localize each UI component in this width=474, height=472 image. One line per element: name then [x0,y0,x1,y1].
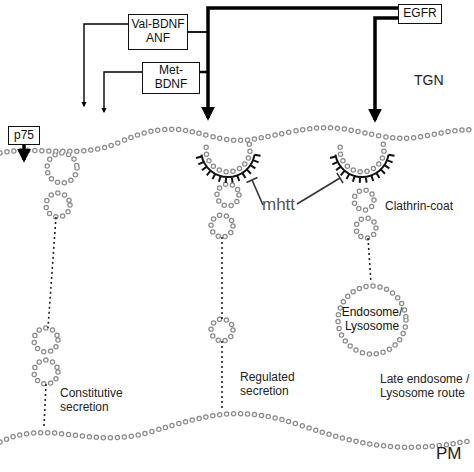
cargo-box: Val-BDNF ANF [128,14,188,50]
clathrin-coat [196,155,261,183]
sorting-arrows [24,8,398,160]
receptor-box: EGFR [398,4,442,24]
cargo-box: Met-BDNF [142,62,200,94]
pathway-label: Late endosome / Lysosome route [380,372,472,401]
membrane-fill [0,128,474,448]
node-text: Met-BDNF [145,64,197,92]
node-text: Val-BDNF ANF [131,18,185,46]
membrane-outline [0,128,474,448]
vesicle-track [44,217,371,426]
pathway-label: Regulated secretion [240,370,312,399]
node-text: EGFR [403,7,436,21]
clathrin-coat [330,155,395,183]
pathway-label: Constitutive secretion [60,386,142,415]
node-text: Endosome/ Lysosome [335,306,409,334]
protein-label: mhtt [262,195,307,215]
clathrin-coat [196,155,395,183]
organelle-circle: Endosome/ Lysosome [335,283,409,357]
structure-label: Clathrin-coat [385,199,471,213]
node-text: p75 [14,129,34,143]
compartment-label: TGN [414,72,464,89]
membrane-label: PM [436,444,472,464]
receptor-box: p75 [8,126,40,145]
